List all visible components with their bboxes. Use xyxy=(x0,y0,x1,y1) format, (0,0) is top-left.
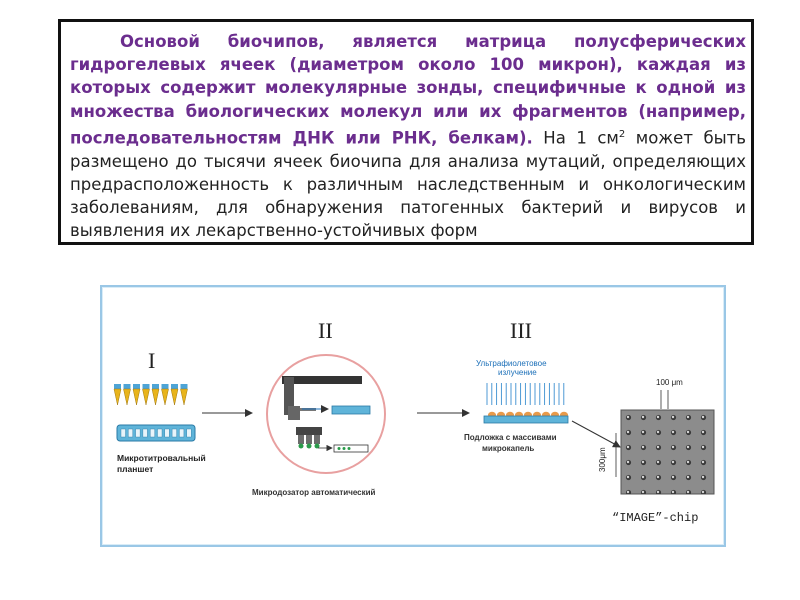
uv-rays xyxy=(486,383,565,405)
chip-size-top: 100 μm xyxy=(656,378,683,387)
tube xyxy=(180,388,188,406)
uv-label-1: Ультрафиолетовое xyxy=(476,359,547,368)
stage2-numeral: II xyxy=(318,318,333,343)
dispenser-circle xyxy=(266,354,386,474)
tube-cap xyxy=(171,384,178,389)
tube-cap xyxy=(133,384,140,389)
stage3-label-2: микрокапель xyxy=(482,444,534,453)
plate-well xyxy=(164,428,170,438)
normal-text-2: может быть размещено до тысячи ячеек био… xyxy=(70,128,746,241)
arrow-3 xyxy=(571,420,621,448)
tube-cap xyxy=(114,384,121,389)
plate-well xyxy=(120,428,126,438)
biochip-diagram: I Микротитровальный планшет II xyxy=(100,285,726,547)
plate-well xyxy=(171,428,177,438)
stage3-label-1: Подложка с массивами xyxy=(464,433,557,442)
plate-well xyxy=(135,428,141,438)
diagram-svg: I Микротитровальный планшет II xyxy=(113,318,715,525)
stage1-numeral: I xyxy=(148,348,155,373)
tube xyxy=(142,388,150,406)
text-box: Основой биочипов, является матрица полус… xyxy=(58,19,754,245)
tube xyxy=(170,388,179,406)
plate-well xyxy=(150,428,155,438)
tube xyxy=(161,388,169,406)
chip-name: “IMAGE”-chip xyxy=(612,511,698,525)
tube-cap xyxy=(142,384,150,389)
tube-cap xyxy=(123,384,131,389)
microplate xyxy=(116,424,196,442)
plate-well xyxy=(142,428,148,438)
uv-label-2: излучение xyxy=(498,368,537,377)
plate-well xyxy=(179,428,185,438)
plate-well xyxy=(157,428,163,438)
plate-well xyxy=(186,428,192,438)
bold-text: Основой биочипов, является матрица полус… xyxy=(70,32,746,148)
chip-cells xyxy=(621,410,714,494)
stage2-label: Микродозатор автоматический xyxy=(252,488,376,497)
tube xyxy=(123,388,131,406)
tube xyxy=(151,388,160,406)
description-paragraph: Основой биочипов, является матрица полус… xyxy=(70,30,746,242)
tubes xyxy=(113,384,188,406)
tube-cap xyxy=(152,384,159,389)
normal-text-1: На 1 см xyxy=(532,128,619,148)
dispenser-robot xyxy=(282,376,371,453)
stage1-label-1: Микротитровальный xyxy=(117,453,206,463)
stage3-numeral: III xyxy=(510,318,532,343)
superscript: 2 xyxy=(618,128,626,140)
tube-cap xyxy=(161,384,169,389)
plate-well xyxy=(128,428,133,438)
chip-size-side: 300μm xyxy=(598,447,607,472)
tube-cap xyxy=(180,384,188,389)
substrate xyxy=(483,411,569,424)
tube xyxy=(132,388,141,406)
stage1-label-2: планшет xyxy=(117,464,153,474)
tube xyxy=(113,388,122,406)
